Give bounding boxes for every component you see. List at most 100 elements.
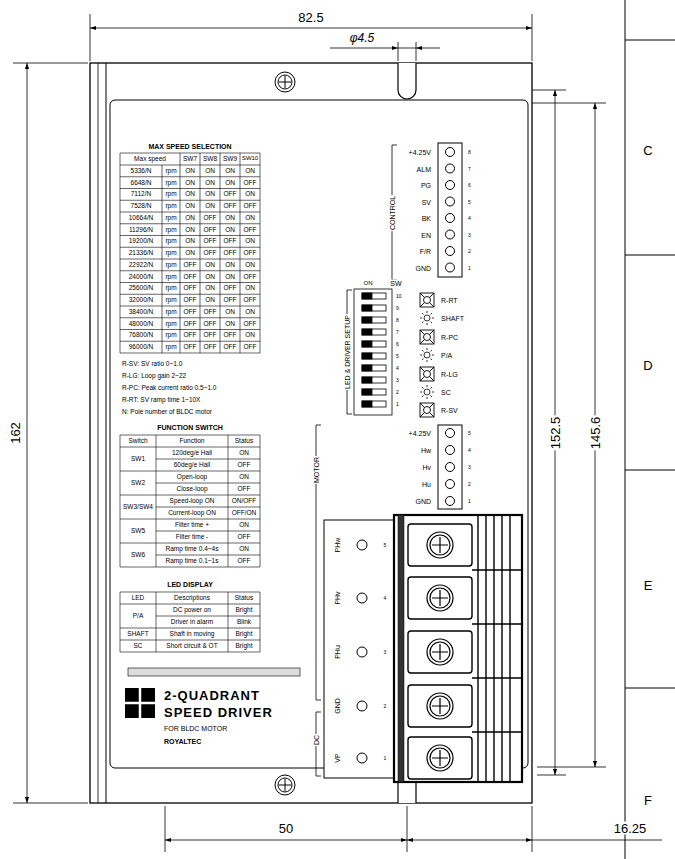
terminal-screw [427, 639, 453, 665]
potentiometer-symbol [420, 330, 434, 344]
dip-switch [362, 317, 386, 323]
dip-switch [362, 317, 372, 323]
switch-label: ON [363, 280, 374, 286]
table-rule [120, 223, 260, 224]
table-cell: OFF [243, 250, 258, 257]
potentiometer-symbol [424, 297, 431, 304]
table-title: FUNCTION SWITCH [156, 424, 224, 431]
pin-number: 8 [467, 150, 472, 155]
table-cell: 32000/N [128, 297, 155, 304]
table-cell: 48000/N [128, 320, 155, 327]
table-cell: ON [238, 522, 250, 529]
table-cell: ON [184, 238, 196, 245]
dip-switch [362, 389, 386, 395]
terminal-block [394, 515, 522, 782]
table-rule [120, 652, 260, 653]
table-cell: OFF [243, 320, 258, 327]
table-cell: ON/OFF [231, 498, 258, 505]
note-text: R-SV: SV ratio 0~1.0 [121, 361, 183, 368]
drawing-frame [625, 40, 675, 41]
group-title: CONTROL [389, 195, 396, 231]
group-title: LED & DRIVER SETUP [344, 314, 351, 390]
table-cell: rpm [164, 344, 177, 351]
table-cell: 24000/N [128, 273, 155, 280]
mounting-screw [285, 76, 286, 88]
pin-number: 2 [467, 482, 472, 487]
dimension-line [90, 28, 532, 29]
dip-switch [362, 365, 386, 371]
table-cell: P/A [132, 613, 144, 620]
table-rule [156, 531, 260, 532]
table-cell: OFF [183, 309, 198, 316]
dimension-line [330, 48, 398, 49]
table-cell: ON [204, 191, 216, 198]
pin-number: 8 [395, 318, 400, 323]
table-cell: ON [204, 179, 216, 186]
table-cell: OFF [223, 203, 238, 210]
note-text: R-RT: SV ramp time 1~10X [121, 397, 201, 404]
table-rule [260, 435, 261, 567]
potentiometer-symbol [420, 293, 434, 417]
table-rule [120, 165, 260, 166]
table-cell: 5336/N [130, 168, 153, 175]
terminal-block [408, 685, 472, 727]
potentiometer-symbol [420, 403, 434, 417]
dip-switch [362, 329, 372, 335]
terminal-block [394, 515, 522, 782]
dimension-line [532, 806, 533, 852]
dimension-line [416, 42, 417, 61]
drawing-frame [625, 470, 675, 471]
terminal-screw [430, 588, 450, 608]
table-cell: ON [244, 285, 256, 292]
table-cell: Bright [235, 607, 254, 614]
terminal-screw [432, 644, 448, 660]
control-connector [446, 247, 455, 256]
table-cell: OFF [203, 320, 218, 327]
table-cell: ON [204, 203, 216, 210]
hall-connector [446, 429, 455, 438]
signal-name: SV [421, 198, 432, 205]
table-cell: ON [224, 215, 236, 222]
pin-number: 3 [467, 465, 472, 470]
potentiometer-symbol [420, 367, 434, 381]
table-cell: ON [204, 168, 216, 175]
dip-switch [362, 305, 386, 311]
dimension-line [13, 14, 662, 852]
table-title: MAX SPEED SELECTION [147, 143, 232, 150]
hall-connector [446, 446, 455, 455]
group-title: DC [313, 734, 320, 746]
pin-number: 5 [467, 431, 472, 436]
potentiometer-symbol [420, 367, 434, 381]
led-symbol [424, 315, 430, 321]
table-rule [260, 153, 261, 353]
signal-name: Hw [420, 447, 432, 454]
table-cell: OFF [243, 297, 258, 304]
mounting-screw [278, 778, 292, 792]
table-cell: rpm [164, 203, 177, 210]
table-header: Max speed [133, 156, 167, 163]
hall-connector [446, 497, 455, 506]
trimmer-name: SHAFT [440, 315, 465, 322]
power-plug [324, 520, 394, 778]
table-cell: OFF [243, 273, 258, 280]
table-cell: ON [238, 474, 250, 481]
zone-letter: E [643, 579, 654, 592]
table-cell: 38400/N [128, 309, 155, 316]
dip-switch [362, 377, 372, 383]
pin-number: 7 [467, 166, 472, 171]
drawing-frame [625, 688, 675, 689]
mounting-screw [275, 775, 295, 795]
table-cell: Blink [236, 619, 252, 626]
dip-switch [362, 341, 386, 347]
power-plug [357, 540, 367, 550]
pin-number: 1 [395, 402, 400, 407]
pin-number: 1 [383, 756, 388, 761]
signal-name: PHv [334, 590, 341, 605]
table-cell: OFF [243, 203, 258, 210]
mounting-screw [275, 72, 295, 795]
signal-name: Hv [421, 464, 432, 471]
table-cell: Speed-loop ON [169, 498, 216, 505]
table-rule [120, 640, 260, 641]
table-rule [260, 592, 261, 652]
table-cell: rpm [164, 273, 177, 280]
